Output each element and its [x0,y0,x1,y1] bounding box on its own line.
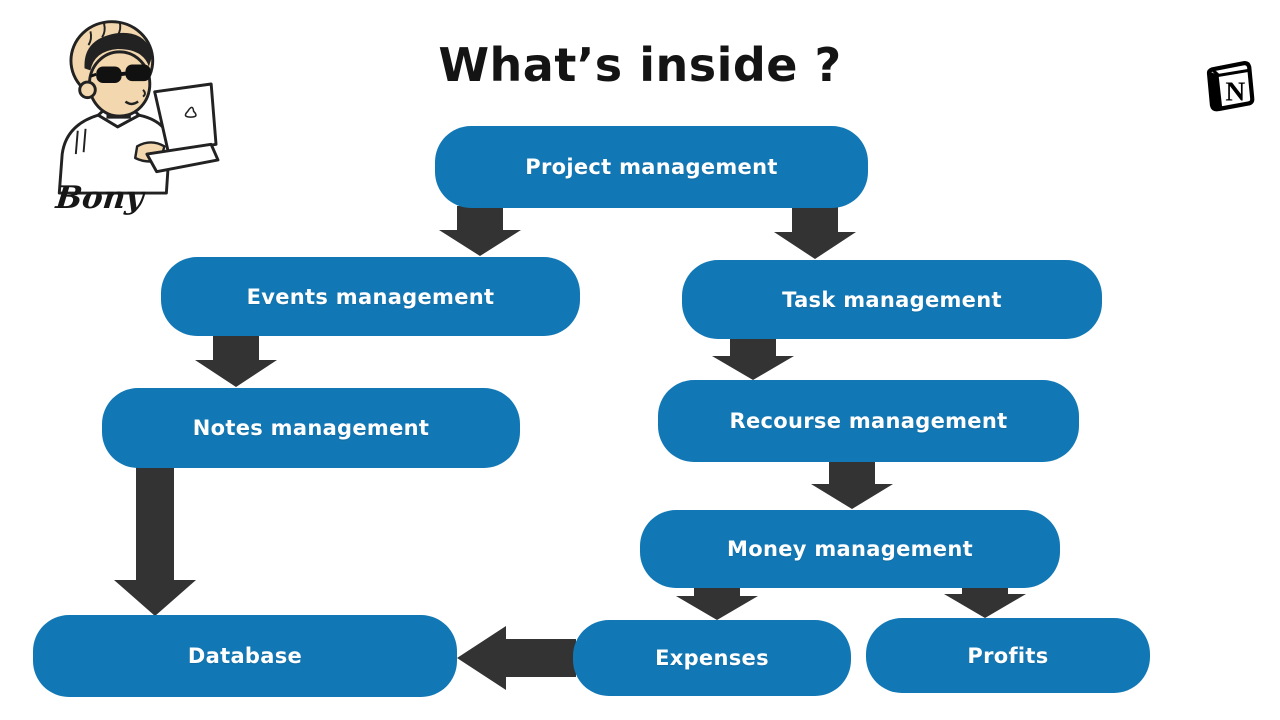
arrow-recourse-to-money-icon [811,462,893,509]
arrow-project-to-events-icon [439,206,521,256]
node-recourse-management: Recourse management [658,380,1079,462]
node-task-management: Task management [682,260,1102,339]
node-notes-management: Notes management [102,388,520,468]
arrow-project-to-task-icon [774,206,856,259]
node-label: Events management [246,284,495,309]
node-project-management: Project management [435,126,868,208]
node-profits: Profits [866,618,1150,693]
node-label: Notes management [192,416,430,440]
shirt-folds [74,128,87,155]
node-expenses: Expenses [573,620,851,696]
arrow-notes-to-database-icon [114,466,196,616]
arrow-events-to-notes-icon [195,335,277,387]
node-database: Database [33,615,457,697]
notion-logo-icon: N [1206,61,1255,112]
nose [142,89,146,98]
laptop-screen [153,82,218,154]
arrow-money-to-expenses-icon [676,588,758,620]
persona-illustration [57,20,220,195]
ear [78,80,97,100]
node-label: Database [187,644,303,668]
laptop-logo [184,106,197,118]
node-label: Money management [727,537,973,561]
hair-front [84,32,153,71]
sunglasses-icon [89,64,151,84]
arrow-money-to-profits-icon [944,588,1026,618]
arrow-task-to-recourse-icon [712,338,794,380]
arrow-expenses-to-database-icon [457,626,576,690]
page-title: What’s inside ? [438,38,842,92]
svg-text:N: N [1225,76,1245,107]
node-money-management: Money management [640,510,1060,588]
node-label: Profits [967,643,1049,668]
node-label: Project management [525,155,778,179]
node-label: Expenses [655,646,769,670]
smile [124,100,139,106]
node-label: Recourse management [729,409,1008,433]
laptop-base [145,142,220,174]
node-events-management: Events management [161,257,580,336]
node-label: Task management [782,287,1002,312]
